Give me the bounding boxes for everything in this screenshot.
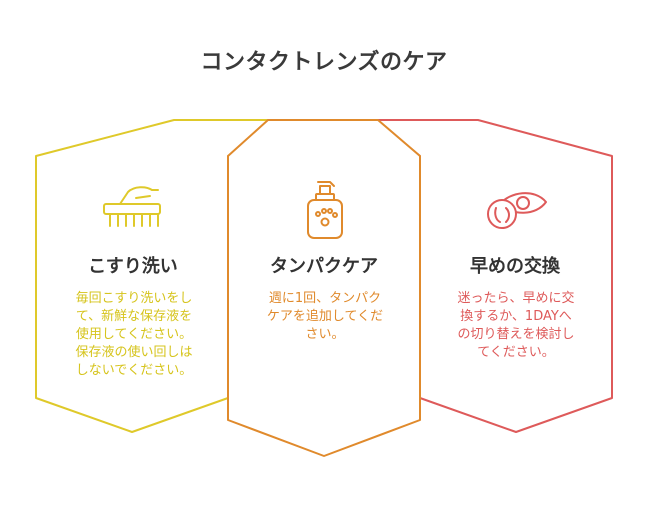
card-2-body: 週に1回、タンパク ケアを追加してくだ さい。 bbox=[266, 291, 384, 342]
card-2-shape bbox=[227, 119, 421, 457]
diagram-title: コンタクトレンズのケア bbox=[200, 50, 448, 75]
brush-hand-icon bbox=[103, 186, 161, 227]
eye-lens-icon bbox=[487, 192, 547, 229]
card-3-title: 早めの交換 bbox=[470, 256, 560, 277]
card-2-title: タンパクケア bbox=[270, 256, 378, 277]
card-1-body: 毎回こすり洗いをし て、新鮮な保存液を 使用してください。 保存液の使い回しは … bbox=[75, 291, 193, 378]
card-3-shape bbox=[375, 119, 613, 433]
card-1-title: こすり洗い bbox=[88, 256, 178, 277]
card-3-body: 迷ったら、早めに交 換するか、1DAYへ の切り替えを検討し てください。 bbox=[457, 291, 575, 360]
pump-bottle-icon bbox=[307, 181, 343, 239]
